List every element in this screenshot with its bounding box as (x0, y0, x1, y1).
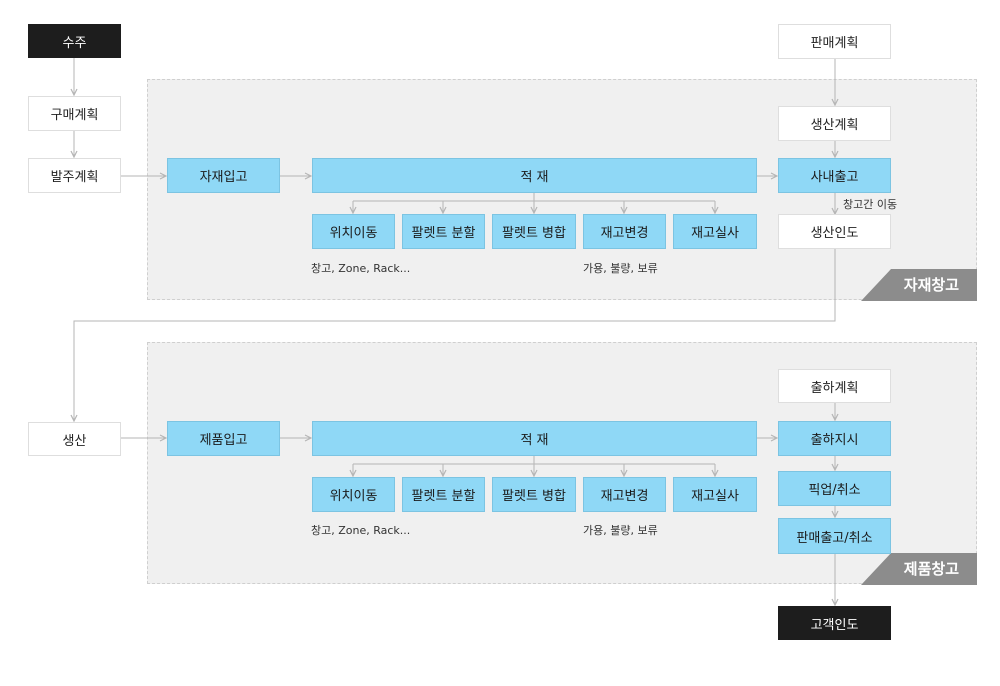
node-sales-plan: 판매계획 (778, 24, 891, 59)
note-p-status: 가용, 불량, 보류 (583, 524, 658, 537)
node-internal-issue: 사내출고 (778, 158, 891, 193)
note-p-location: 창고, Zone, Rack... (311, 524, 411, 537)
node-production-plan: 생산계획 (778, 106, 891, 141)
node-p-location-move: 위치이동 (312, 477, 395, 512)
node-shipping-order: 출하지시 (778, 421, 891, 456)
node-m-pallet-split: 팔렛트 분할 (402, 214, 485, 249)
node-po-plan: 발주계획 (28, 158, 121, 193)
node-m-stock-change: 재고변경 (583, 214, 666, 249)
node-production-handover: 생산인도 (778, 214, 891, 249)
node-order: 수주 (28, 24, 121, 58)
node-customer-delivery: 고객인도 (778, 606, 891, 640)
node-material-stocking: 적 재 (312, 158, 757, 193)
note-m-status: 가용, 불량, 보류 (583, 262, 658, 275)
node-p-stock-change: 재고변경 (583, 477, 666, 512)
node-sales-issue-cancel: 판매출고/취소 (778, 518, 891, 554)
node-purchase-plan: 구매계획 (28, 96, 121, 131)
node-material-receipt: 자재입고 (167, 158, 280, 193)
node-p-pallet-split: 팔렛트 분할 (402, 477, 485, 512)
note-transfer: 창고간 이동 (843, 198, 898, 211)
node-production: 생산 (28, 422, 121, 456)
node-product-receipt: 제품입고 (167, 421, 280, 456)
node-p-pallet-merge: 팔렛트 병합 (492, 477, 576, 512)
node-shipping-plan: 출하계획 (778, 369, 891, 403)
note-m-location: 창고, Zone, Rack... (311, 262, 411, 275)
node-m-pallet-merge: 팔렛트 병합 (492, 214, 576, 249)
arrow-handover-to-production (74, 249, 836, 421)
node-product-stocking: 적 재 (312, 421, 757, 456)
node-m-stock-audit: 재고실사 (673, 214, 757, 249)
node-picking-cancel: 픽업/취소 (778, 471, 891, 506)
node-p-stock-audit: 재고실사 (673, 477, 757, 512)
node-m-location-move: 위치이동 (312, 214, 395, 249)
